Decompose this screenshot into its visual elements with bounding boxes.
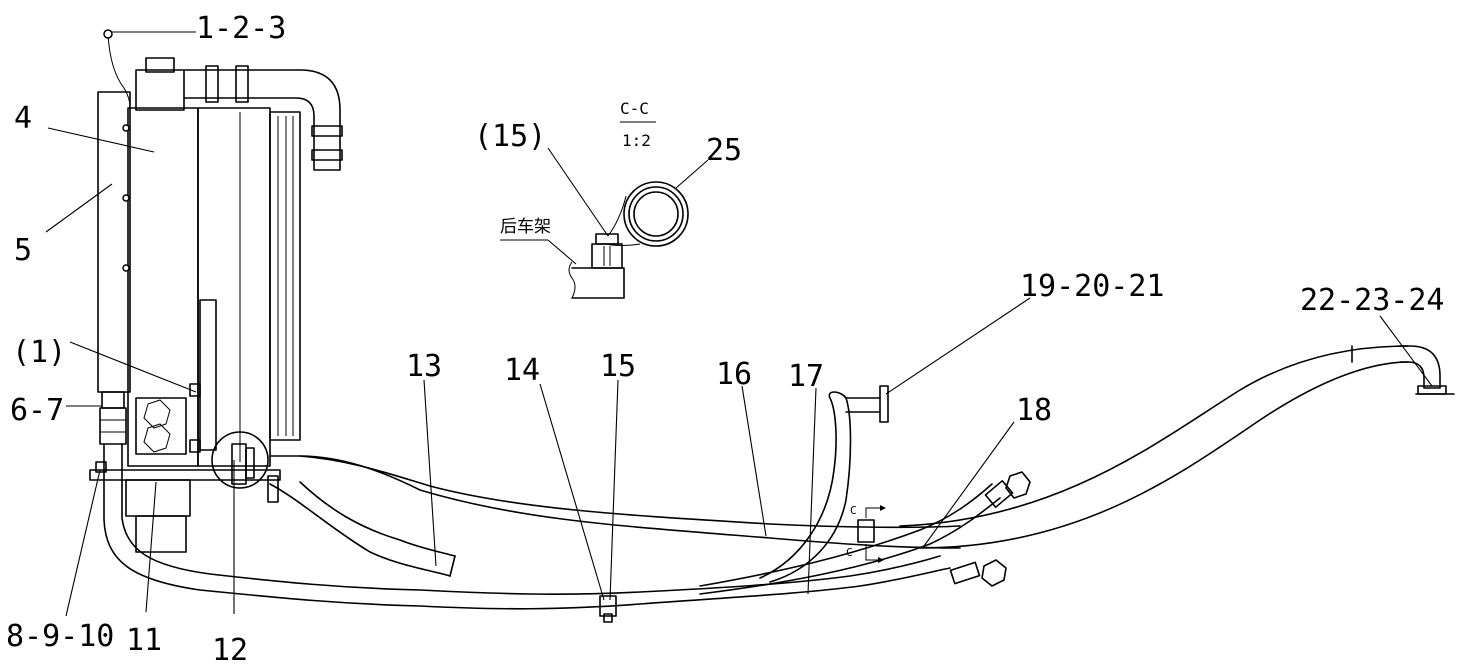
detail-circle-12: [211, 431, 269, 489]
section-clamp: [857, 519, 875, 543]
leader-lines: [45, 31, 1433, 617]
drain-fitting: [101, 391, 125, 409]
fan-shroud: [269, 111, 301, 441]
callout-17: 17: [788, 359, 824, 394]
callout-12: 12: [212, 633, 248, 667]
hose-18: [699, 497, 1001, 595]
hose-lower-inner: [121, 443, 941, 595]
callout-22-23-24: 22-23-24: [1300, 283, 1445, 318]
detail-scale: 1:2: [622, 131, 651, 150]
hose-clamp: [599, 595, 617, 617]
hose-routing: C C: [103, 345, 1455, 623]
callout-labels: 1-2-3 4 5 (1) 6-7 8-9-10 11 12 13 14 15 …: [6, 11, 1445, 667]
radiator-assembly: [89, 29, 343, 553]
callout-15-ref: (15): [474, 119, 546, 154]
sensor-wire: [107, 33, 131, 109]
section-marker-top: C: [850, 504, 857, 517]
callout-1-2-3: 1-2-3: [196, 11, 286, 46]
callout-14: 14: [504, 353, 540, 388]
callout-1-ref: (1): [12, 335, 66, 370]
callout-13: 13: [406, 349, 442, 384]
hose-13-lower: [269, 483, 451, 577]
radiator-tank: [127, 107, 199, 467]
callout-4: 4: [14, 101, 32, 136]
mounting-bracket: [135, 397, 187, 455]
elbow-22: [1399, 345, 1441, 389]
fitting-19-20-21: [879, 385, 889, 423]
callout-5: 5: [14, 233, 32, 268]
rear-frame: [571, 267, 625, 299]
callout-25: 25: [706, 133, 742, 168]
filler-cap: [145, 57, 175, 73]
callout-18: 18: [1016, 393, 1052, 428]
callout-8-9-10: 8-9-10: [6, 619, 114, 654]
filler-neck: [135, 69, 185, 111]
top-outlet-pipe: [183, 69, 341, 171]
detail-view-c-c: C-C 1:2 后车架: [500, 99, 689, 299]
callout-6-7: 6-7: [10, 393, 64, 428]
section-marker-bottom: C: [846, 546, 853, 559]
callout-15: 15: [600, 349, 636, 384]
support-pedestal: [135, 515, 187, 553]
callout-11: 11: [126, 623, 162, 658]
hose-lower-outer: [103, 443, 951, 610]
hose-22-upper: [919, 361, 1409, 549]
oil-cooler: [97, 91, 131, 393]
callout-16: 16: [716, 357, 752, 392]
sensor-plug: [103, 29, 113, 39]
radiator-core: [197, 107, 271, 467]
hose-22-lower: [899, 345, 1409, 527]
rear-frame-label: 后车架: [500, 217, 551, 237]
hose-17: [759, 391, 852, 583]
hose-cross-section: [623, 181, 689, 247]
detail-section-label: C-C: [620, 99, 649, 118]
callout-19-20-21: 19-20-21: [1020, 269, 1165, 304]
